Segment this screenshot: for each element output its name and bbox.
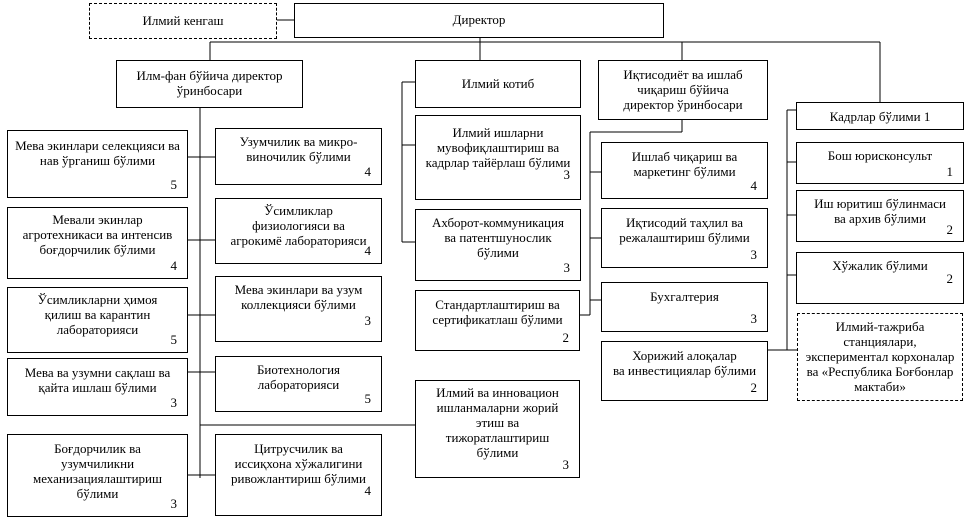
- box-coordination: Илмий ишларни мувофиқлаштириш ва кадрлар…: [415, 115, 581, 200]
- box-text: Илмий ва инновацион ишланмаларни жорий э…: [436, 385, 559, 460]
- box-text: Стандартлаштириш ва сертификатлаш бўлими: [432, 297, 563, 327]
- box-text: Ахборот-коммуникация ва патентшунослик б…: [432, 215, 564, 260]
- box-fruit-agrotech: Мевали экинлар агротехникаси ва интенсив…: [7, 207, 188, 279]
- box-innovation: Илмий ва инновацион ишланмаларни жорий э…: [415, 380, 580, 478]
- box-text: Ўсимликларни ҳимоя қилиш ва карантин лаб…: [37, 292, 158, 337]
- staff-count: 4: [170, 258, 178, 273]
- box-accounting: Бухгалтерия 3: [601, 282, 768, 332]
- box-viticulture: Узумчилик ва микро- виночилик бўлими 4: [215, 128, 382, 185]
- box-economic-analysis: Иқтисодий таҳлил ва режалаштириш бўлими …: [601, 208, 768, 268]
- box-text: Иш юритиш бўлинмаси ва архив бўлими: [814, 196, 946, 226]
- box-text: Мева экинлари селекцияси ва нав ўрганиш …: [15, 138, 180, 168]
- box-household: Хўжалик бўлими 2: [796, 252, 964, 304]
- box-office-archive: Иш юритиш бўлинмаси ва архив бўлими 2: [796, 190, 964, 242]
- box-scientific-secretary: Илмий котиб: [415, 60, 581, 108]
- box-text: Илмий-тажриба станциялари, экспериментал…: [805, 319, 955, 394]
- box-deputy-economics: Иқтисодиёт ва ишлаб чиқариш бўйича дирек…: [598, 60, 768, 120]
- staff-count: 2: [946, 271, 954, 286]
- box-text: Биотехнология лабораторияси: [256, 362, 341, 392]
- staff-count: 3: [170, 395, 178, 410]
- box-text: Боғдорчилик ва узумчиликни механизацияла…: [32, 441, 162, 501]
- box-text: Хўжалик бўлими: [832, 258, 928, 273]
- staff-count: 2: [562, 330, 570, 345]
- box-text: Бош юрисконсульт: [827, 148, 933, 163]
- box-text: Директор: [452, 12, 506, 27]
- box-text: Ишлаб чиқариш ва маркетинг бўлими: [631, 149, 738, 179]
- staff-count: 5: [170, 177, 178, 192]
- staff-count: 3: [364, 313, 372, 328]
- box-text: Хорижий алоқалар ва инвестициялар бўлими: [612, 348, 757, 378]
- staff-count: 1: [946, 164, 954, 179]
- box-director: Директор: [294, 3, 664, 38]
- box-text: Мева экинлари ва узум коллекцияси бўлими: [234, 282, 363, 312]
- box-text: Мевали экинлар агротехникаси ва интенсив…: [22, 212, 173, 257]
- box-plant-physiology: Ўсимликлар физиологияси ва агрокимё лабо…: [215, 198, 382, 264]
- staff-count: 4: [364, 164, 372, 179]
- box-text: Кадрлар бўлими 1: [829, 109, 931, 124]
- box-text: Иқтисодиёт ва ишлаб чиқариш бўйича дирек…: [623, 67, 743, 112]
- box-text: Мева ва узумни сақлаш ва қайта ишлаш бўл…: [24, 365, 171, 395]
- staff-count: 5: [364, 391, 372, 406]
- box-information: Ахборот-коммуникация ва патентшунослик б…: [415, 209, 581, 281]
- box-citrus: Цитрусчилик ва иссиқхона хўжалигини риво…: [215, 434, 382, 516]
- staff-count: 3: [750, 247, 758, 262]
- staff-count: 4: [750, 178, 758, 193]
- box-deputy-science: Илм-фан бўйича директор ўринбосари: [116, 60, 303, 108]
- box-plant-protection: Ўсимликларни ҳимоя қилиш ва карантин лаб…: [7, 287, 188, 353]
- box-collection: Мева экинлари ва узум коллекцияси бўлими…: [215, 276, 382, 342]
- staff-count: 3: [750, 311, 758, 326]
- box-text: Илмий котиб: [461, 76, 535, 91]
- box-production-marketing: Ишлаб чиқариш ва маркетинг бўлими 4: [601, 142, 768, 199]
- box-storage-processing: Мева ва узумни сақлаш ва қайта ишлаш бўл…: [7, 358, 188, 416]
- box-hr: Кадрлар бўлими 1: [796, 102, 964, 130]
- staff-count: 5: [170, 332, 178, 347]
- box-text: Ўсимликлар физиологияси ва агрокимё лабо…: [230, 203, 367, 248]
- box-experimental-stations: Илмий-тажриба станциялари, экспериментал…: [797, 313, 963, 401]
- box-fruit-selection: Мева экинлари селекцияси ва нав ўрганиш …: [7, 130, 188, 198]
- box-foreign-relations: Хорижий алоқалар ва инвестициялар бўлими…: [601, 341, 768, 401]
- box-text: Цитрусчилик ва иссиқхона хўжалигини риво…: [231, 441, 366, 486]
- staff-count: 3: [562, 457, 570, 472]
- box-text: Бухгалтерия: [650, 289, 719, 304]
- box-text: Илмий ишларни мувофиқлаштириш ва кадрлар…: [425, 125, 571, 170]
- box-text: Узумчилик ва микро- виночилик бўлими: [239, 134, 358, 164]
- box-scientific-council: Илмий кенгаш: [89, 3, 277, 39]
- box-biotech: Биотехнология лабораторияси 5: [215, 356, 382, 412]
- staff-count: 3: [170, 496, 178, 511]
- staff-count: 3: [563, 260, 571, 275]
- box-text: Илмий кенгаш: [142, 13, 224, 28]
- box-mechanization: Боғдорчилик ва узумчиликни механизацияла…: [7, 434, 188, 517]
- staff-count: 4: [364, 243, 372, 258]
- box-legal: Бош юрисконсульт 1: [796, 142, 964, 184]
- staff-count: 3: [563, 167, 571, 182]
- box-text: Иқтисодий таҳлил ва режалаштириш бўлими: [619, 215, 750, 245]
- box-standardization: Стандартлаштириш ва сертификатлаш бўлими…: [415, 290, 580, 351]
- staff-count: 2: [946, 222, 954, 237]
- staff-count: 4: [364, 483, 372, 498]
- staff-count: 2: [750, 380, 758, 395]
- box-text: Илм-фан бўйича директор ўринбосари: [136, 68, 283, 98]
